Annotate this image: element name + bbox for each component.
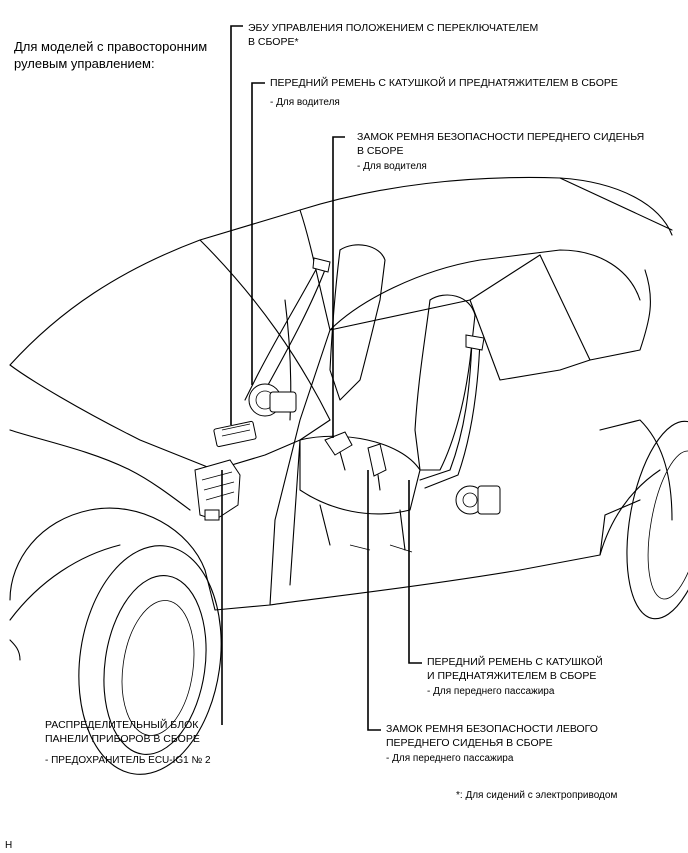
callout-buckle-driver-note: - Для водителя	[357, 161, 427, 172]
leader-lines	[221, 25, 422, 731]
callout-ecu-seat-line1: ЭБУ УПРАВЛЕНИЯ ПОЛОЖЕНИЕМ С ПЕРЕКЛЮЧАТЕЛ…	[248, 22, 539, 34]
callout-front-belt-driver-line1: ПЕРЕДНИЙ РЕМЕНЬ С КАТУШКОЙ И ПРЕДНАТЯЖИТ…	[270, 77, 618, 89]
callout-buckle-driver-line2: В СБОРЕ	[357, 145, 404, 157]
callout-buckle-passenger-line2: ПЕРЕДНЕГО СИДЕНЬЯ В СБОРЕ	[386, 737, 553, 749]
corner-mark: H	[5, 840, 13, 851]
passenger-buckle	[367, 443, 387, 491]
callout-junction-block-note: - ПРЕДОХРАНИТЕЛЬ ECU-IG1 № 2	[45, 755, 211, 766]
callout-buckle-driver-line1: ЗАМОК РЕМНЯ БЕЗОПАСНОСТИ ПЕРЕДНЕГО СИДЕН…	[357, 131, 645, 143]
callout-front-belt-passenger-line1: ПЕРЕДНИЙ РЕМЕНЬ С КАТУШКОЙ	[427, 656, 603, 668]
passenger-seat-belt	[419, 334, 485, 489]
callout-front-belt-passenger: ПЕРЕДНИЙ РЕМЕНЬ С КАТУШКОЙ И ПРЕДНАТЯЖИТ…	[427, 655, 603, 699]
car-body-outline	[9, 176, 673, 611]
callout-buckle-passenger: ЗАМОК РЕМНЯ БЕЗОПАСНОСТИ ЛЕВОГО ПЕРЕДНЕГ…	[386, 722, 598, 766]
passenger-retractor	[455, 485, 501, 515]
front-wheel	[9, 544, 222, 775]
model-note-line1: Для моделей с правосторонним	[14, 39, 208, 54]
callout-buckle-passenger-line1: ЗАМОК РЕМНЯ БЕЗОПАСНОСТИ ЛЕВОГО	[386, 723, 598, 735]
driver-buckle	[324, 431, 353, 471]
callout-buckle-driver: ЗАМОК РЕМНЯ БЕЗОПАСНОСТИ ПЕРЕДНЕГО СИДЕН…	[357, 130, 644, 174]
driver-retractor	[248, 383, 297, 417]
callout-front-belt-passenger-line2: И ПРЕДНАТЯЖИТЕЛЕМ В СБОРЕ	[427, 670, 597, 682]
callout-junction-block-line2: ПАНЕЛИ ПРИБОРОВ В СБОРЕ	[45, 733, 200, 745]
driver-seat-belt	[244, 257, 331, 421]
instrument-panel-junction-block	[194, 459, 241, 521]
rear-wheel	[626, 420, 688, 620]
callout-ecu-seat-line2: В СБОРЕ*	[248, 36, 299, 48]
callout-front-belt-passenger-note: - Для переднего пассажира	[427, 686, 555, 697]
callout-junction-block-line1: РАСПРЕДЕЛИТЕЛЬНЫЙ БЛОК	[45, 719, 199, 731]
callout-front-belt-driver-note: - Для водителя	[270, 97, 340, 108]
model-note: Для моделей с правосторонним рулевым упр…	[14, 38, 207, 72]
callout-ecu-seat: ЭБУ УПРАВЛЕНИЯ ПОЛОЖЕНИЕМ С ПЕРЕКЛЮЧАТЕЛ…	[248, 21, 538, 49]
ecu-seat-control	[213, 420, 257, 448]
callout-junction-block: РАСПРЕДЕЛИТЕЛЬНЫЙ БЛОК ПАНЕЛИ ПРИБОРОВ В…	[45, 718, 211, 768]
model-note-line2: рулевым управлением:	[14, 56, 155, 71]
callout-front-belt-driver: ПЕРЕДНИЙ РЕМЕНЬ С КАТУШКОЙ И ПРЕДНАТЯЖИТ…	[270, 76, 618, 110]
callout-buckle-passenger-note: - Для переднего пассажира	[386, 753, 514, 764]
footnote: *: Для сидений с электроприводом	[456, 790, 618, 801]
